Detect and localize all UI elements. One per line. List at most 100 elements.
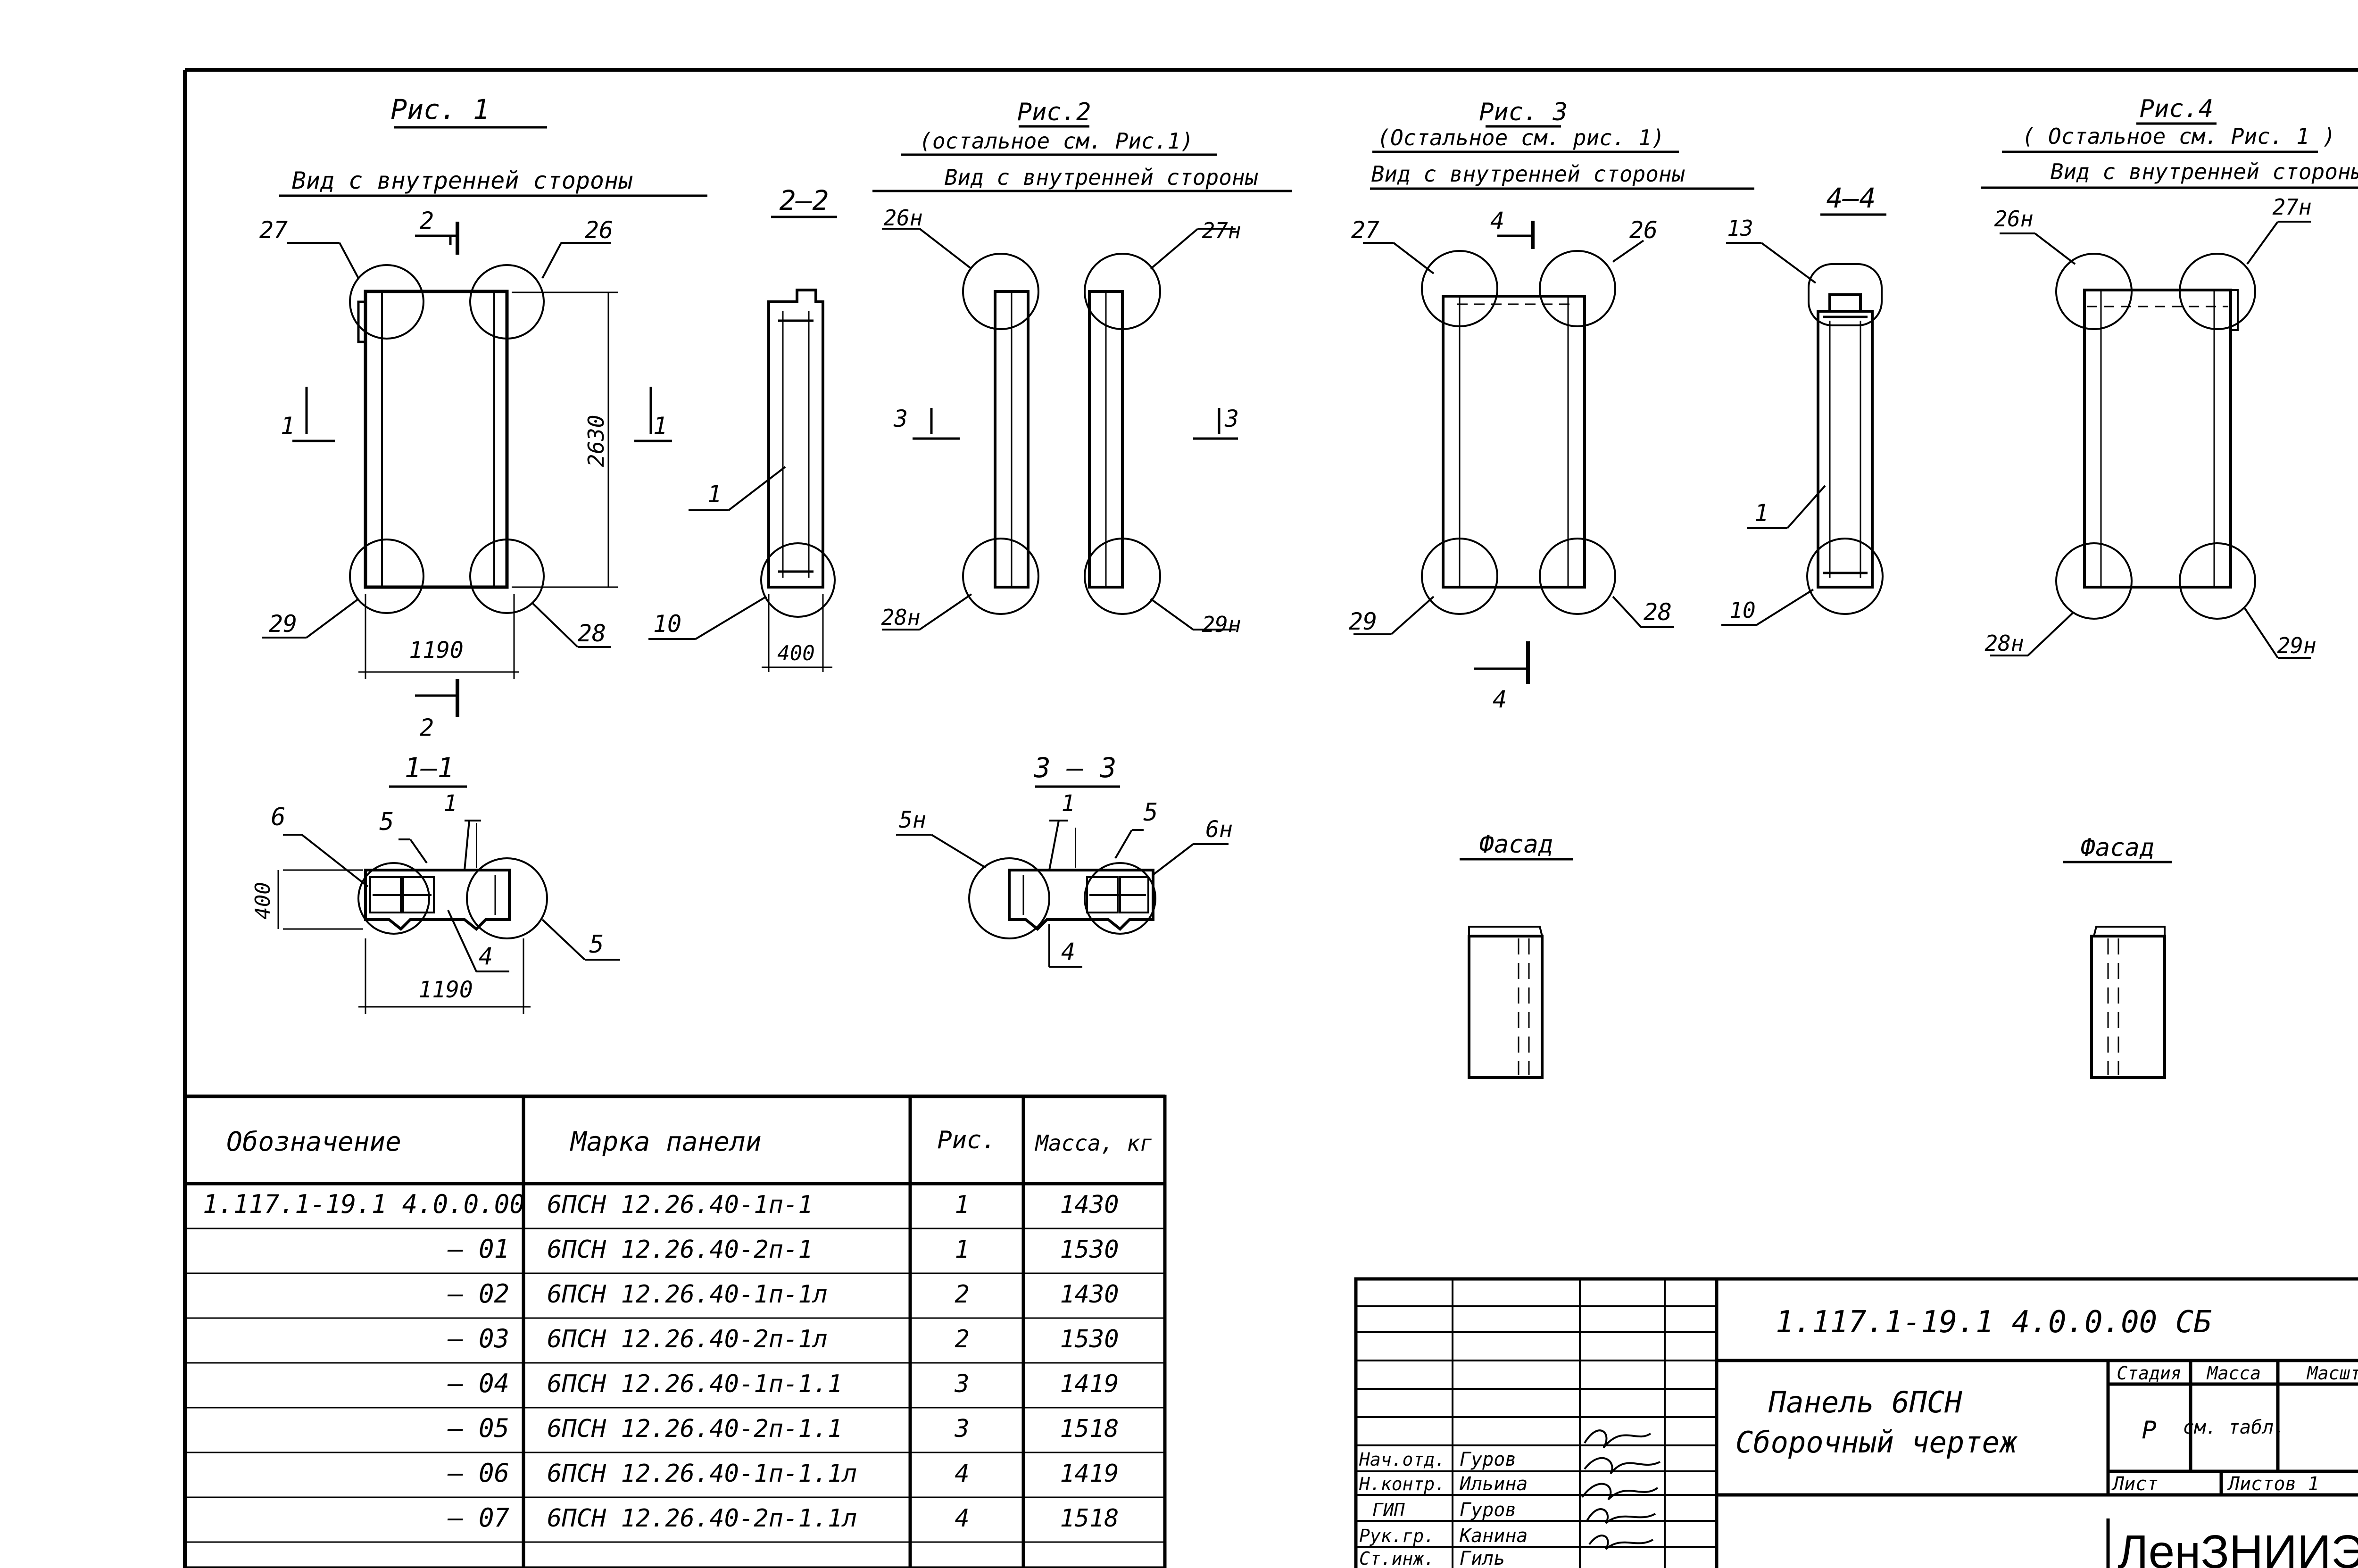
mass-value: см. табл. [2183, 1417, 2285, 1438]
callout-1-sec33: 1 [1062, 790, 1075, 817]
figure-2: Рис.2 (остальное см. Рис.1) Вид с внутре… [872, 98, 1292, 637]
svg-text:– 03: – 03 [447, 1324, 509, 1353]
table-header-mark: Марка панели [570, 1127, 762, 1157]
scale-label: Масштаб [2306, 1363, 2358, 1384]
section-1-1: 1—1 6 5 1 4 5 400 [251, 752, 620, 1014]
section-1-1-title: 1—1 [405, 752, 454, 784]
organization-logo: ЛенЗНИИЭП [2117, 1526, 2358, 1568]
table-row: – 04 6ПСН 12.26.40-1п-1.1 3 1419 [447, 1369, 1119, 1398]
callout-5-lower: 5 [589, 930, 604, 959]
title-block: Нач.отд. Гуров Н.контр. Ильина ГИП Гуров… [1354, 1277, 2358, 1568]
svg-text:– 01: – 01 [447, 1234, 509, 1264]
figure-1-title: Рис. 1 [390, 93, 490, 125]
svg-text:6ПСН 12.26.40-2п-1.1: 6ПСН 12.26.40-2п-1.1 [547, 1415, 842, 1443]
svg-text:1419: 1419 [1060, 1460, 1119, 1488]
svg-text:1419: 1419 [1060, 1370, 1119, 1398]
section-mark-1-left: 1 [281, 412, 295, 440]
figure-4-caption: Вид с внутренней стороны [2051, 159, 2358, 184]
table-row: – 02 6ПСН 12.26.40-1п-1л 2 1430 [447, 1279, 1119, 1309]
svg-text:4: 4 [955, 1504, 969, 1533]
callout-5n: 5н [899, 807, 926, 833]
callout-13: 13 [1727, 216, 1753, 241]
facade-4: Фасад [2063, 834, 2172, 1079]
svg-text:– 05: – 05 [447, 1413, 509, 1443]
callout-28-fig3: 28 [1644, 598, 1672, 626]
dimension-1190-section: 1190 [418, 977, 473, 1003]
callout-27-fig3: 27 [1351, 216, 1379, 244]
stage-label: Стадия [2117, 1363, 2181, 1384]
table-row: – 05 6ПСН 12.26.40-2п-1.1 3 1518 [447, 1413, 1119, 1443]
svg-text:6ПСН 12.26.40-1п-1: 6ПСН 12.26.40-1п-1 [547, 1191, 813, 1219]
figure-3-caption: Вид с внутренней стороны [1371, 161, 1685, 187]
table-row: – 07 6ПСН 12.26.40-2п-1.1л 4 1518 [447, 1503, 1119, 1533]
staff-row: Нач.отд. Гуров [1359, 1449, 1516, 1470]
svg-text:6ПСН 12.26.40-2п-1л: 6ПСН 12.26.40-2п-1л [547, 1325, 828, 1353]
svg-text:– 06: – 06 [447, 1458, 509, 1488]
dimension-400: 400 [777, 641, 814, 665]
staff-row: Н.контр. Ильина [1359, 1473, 1528, 1495]
svg-text:2: 2 [955, 1325, 969, 1353]
callout-4-sec33: 4 [1061, 938, 1075, 965]
svg-text:1: 1 [955, 1236, 969, 1264]
table-header-mass: Масса, кг [1034, 1130, 1153, 1156]
dimension-2630: 2630 [583, 415, 609, 467]
drawing-title-line2: Сборочный чертеж [1735, 1425, 2018, 1460]
figure-4-subtitle: ( Остальное см. Рис. 1 ) [2022, 124, 2336, 149]
section-3-3: 3 – 3 5н 1 5 6н 4 [896, 752, 1233, 968]
document-code: 1.117.1-19.1 4.0.0.00 СБ [1776, 1305, 2212, 1340]
dimension-400-vertical: 400 [251, 882, 275, 919]
svg-text:3: 3 [954, 1415, 969, 1443]
figure-1: Рис. 1 Вид с внутренней стороны [259, 93, 707, 741]
svg-text:1: 1 [955, 1191, 969, 1219]
svg-text:1430: 1430 [1060, 1280, 1119, 1309]
callout-1-sec11: 1 [444, 790, 457, 817]
svg-text:– 07: – 07 [447, 1503, 509, 1533]
callout-4: 4 [479, 943, 493, 970]
figure-2-subtitle: (остальное см. Рис.1) [919, 128, 1194, 154]
callout-28: 28 [578, 620, 606, 647]
svg-text:1518: 1518 [1060, 1504, 1119, 1533]
figure-2-title: Рис.2 [1017, 98, 1091, 126]
callout-1: 1 [707, 481, 722, 508]
section-4-4: 4–4 13 1 10 [1721, 182, 1886, 626]
signature [1581, 1429, 1661, 1550]
facade-3: Фасад [1460, 830, 1573, 1079]
section-mark-4-top: 4 [1490, 207, 1504, 234]
svg-text:Ст.инж.: Ст.инж. [1359, 1548, 1435, 1568]
figure-1-caption: Вид с внутренней стороны [292, 167, 633, 194]
section-4-4-title: 4–4 [1827, 182, 1876, 214]
callout-26n: 26н [883, 205, 922, 231]
table-header-designation: Обозначение [226, 1127, 401, 1157]
callout-5-upper: 5 [379, 808, 394, 836]
svg-text:1518: 1518 [1060, 1415, 1119, 1443]
staff-row: Рук.гр. Канина [1359, 1525, 1528, 1547]
figure-4-title: Рис.4 [2140, 95, 2214, 123]
svg-text:Гуров: Гуров [1460, 1449, 1516, 1470]
section-2-2-title: 2–2 [780, 184, 829, 216]
callout-10: 10 [653, 610, 681, 638]
svg-text:– 02: – 02 [447, 1279, 509, 1309]
figure-3-subtitle: (Остальное см. рис. 1) [1377, 125, 1664, 150]
callout-5-sec33: 5 [1143, 798, 1158, 827]
callout-1-sec44: 1 [1754, 499, 1768, 527]
figure-4: Рис.4 ( Остальное см. Рис. 1 ) Вид с вну… [1981, 95, 2358, 659]
facade-3-label: Фасад [1479, 830, 1553, 859]
facade-4-label: Фасад [2081, 834, 2155, 862]
section-mark-4-bottom: 4 [1493, 686, 1507, 713]
stage-value: Р [2142, 1416, 2156, 1444]
table-header-figure: Рис. [937, 1126, 996, 1154]
section-3-3-title: 3 – 3 [1034, 752, 1117, 784]
callout-26: 26 [585, 216, 613, 244]
svg-text:ГИП: ГИП [1372, 1500, 1405, 1520]
dimension-1190: 1190 [409, 637, 464, 664]
svg-text:6ПСН 12.26.40-2п-1: 6ПСН 12.26.40-2п-1 [547, 1236, 813, 1264]
svg-text:1530: 1530 [1060, 1236, 1119, 1264]
section-mark-1-right: 1 [653, 412, 667, 440]
staff-row: ГИП Гуров [1372, 1499, 1516, 1521]
callout-29: 29 [269, 610, 297, 638]
section-mark-2-top: 2 [420, 207, 434, 234]
svg-text:1.117.1-19.1 4.0.0.00: 1.117.1-19.1 4.0.0.00 [203, 1189, 525, 1219]
callout-6: 6 [271, 803, 285, 831]
drawing-title-line1: Панель 6ПСН [1768, 1385, 1962, 1419]
